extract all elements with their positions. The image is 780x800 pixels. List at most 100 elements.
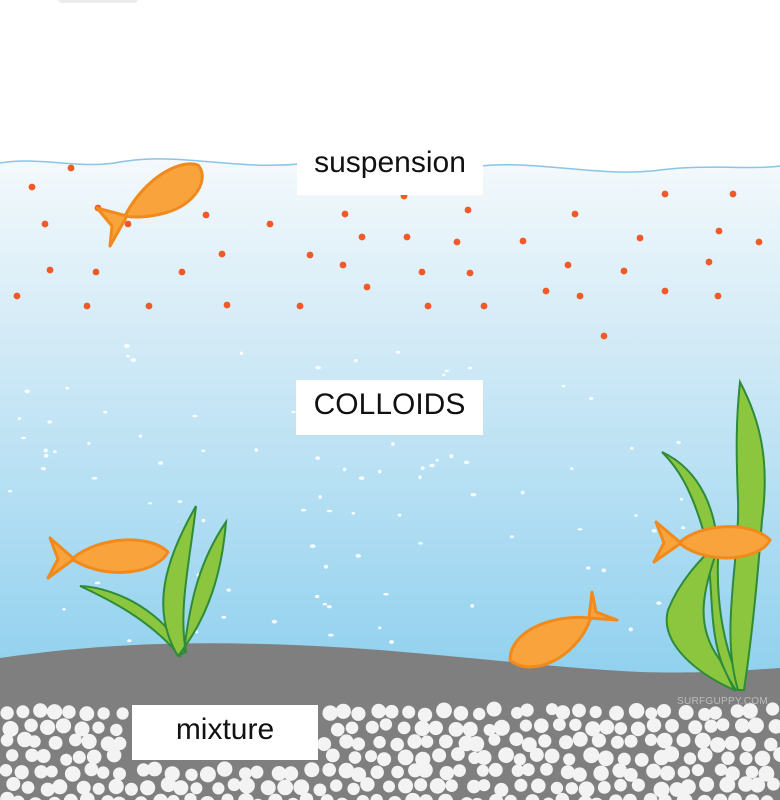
colloid-particle — [570, 467, 574, 470]
pebble — [448, 722, 464, 737]
colloid-particle — [239, 351, 244, 356]
pebble — [509, 732, 524, 746]
top-tab — [58, 0, 138, 3]
pebble — [167, 794, 180, 800]
colloid-particle — [680, 497, 684, 501]
colloid-particle — [651, 529, 657, 533]
pebble — [653, 781, 670, 798]
pebble — [504, 794, 517, 800]
pebble — [716, 718, 730, 732]
colloid-particle — [124, 343, 130, 348]
pebble — [40, 782, 55, 797]
pebble — [704, 719, 718, 733]
pebble — [370, 793, 383, 800]
pebble — [614, 722, 628, 735]
pebble — [494, 782, 509, 797]
pebble — [45, 765, 58, 778]
suspension-label: suspension — [297, 143, 483, 195]
pebble — [591, 797, 603, 800]
colloid-particle — [40, 467, 47, 471]
pebble — [748, 717, 764, 734]
pebble — [397, 749, 414, 766]
fish-icon — [508, 590, 619, 669]
pebble — [64, 766, 81, 782]
pebble — [598, 750, 614, 767]
pebble — [330, 722, 345, 737]
pebble — [476, 750, 492, 765]
pebble — [21, 781, 35, 794]
pebble — [212, 782, 225, 795]
pebble — [160, 776, 176, 793]
colloids-label: COLLOIDS — [296, 380, 483, 435]
pebble — [63, 793, 78, 800]
pebble — [610, 735, 624, 749]
pebble — [320, 794, 334, 800]
pebble — [544, 748, 560, 764]
pebble — [578, 795, 593, 800]
pebble — [493, 719, 510, 736]
pebble — [488, 733, 501, 746]
pebble — [468, 736, 485, 752]
pebble — [383, 780, 395, 793]
pebble — [767, 777, 780, 791]
seaweed-icon — [79, 505, 228, 659]
suspension-particle — [464, 206, 472, 214]
suspension-particle — [28, 183, 36, 191]
colloid-particle — [378, 626, 382, 630]
colloid-particle — [470, 493, 477, 497]
pebble — [623, 793, 637, 800]
pebble — [451, 747, 465, 761]
pebble — [538, 734, 552, 748]
pebble — [419, 794, 433, 800]
pebble — [680, 779, 696, 795]
colloid-particle — [24, 389, 30, 394]
pebble — [0, 791, 15, 800]
pebble — [55, 718, 72, 734]
pebble — [388, 796, 402, 800]
suspension-particle — [67, 164, 75, 172]
suspension-particle — [46, 266, 54, 274]
pebble — [239, 767, 252, 780]
pebble — [560, 765, 575, 780]
suspension-particle — [755, 238, 763, 246]
pebble — [113, 767, 126, 781]
colloid-particle — [127, 639, 132, 643]
colloid-particle — [391, 442, 395, 446]
pebble — [100, 736, 116, 752]
colloids-label-text: COLLOIDS — [313, 388, 466, 421]
pebble — [184, 793, 197, 800]
pebble — [432, 748, 447, 763]
colloid-particle — [254, 448, 258, 452]
pebble — [414, 720, 430, 736]
pebble — [555, 792, 570, 800]
pebble — [140, 780, 156, 796]
pebble — [6, 749, 19, 762]
pebble — [365, 750, 377, 763]
pebble — [80, 792, 95, 800]
colloid-particle — [322, 602, 328, 606]
colloid-particle — [435, 459, 439, 462]
pebble — [521, 763, 535, 777]
pebble — [379, 718, 393, 731]
suspension-particle — [178, 268, 186, 276]
suspension-particle — [124, 220, 132, 228]
pebble — [612, 763, 627, 778]
pebble — [397, 721, 411, 735]
suspension-particle — [519, 237, 527, 245]
pebble — [268, 793, 283, 800]
suspension-particles — [13, 164, 763, 340]
pebble — [572, 767, 587, 782]
pebble — [741, 736, 756, 752]
colloid-particle — [65, 386, 69, 390]
colloid-particle — [601, 568, 607, 573]
colloid-particle — [177, 500, 183, 503]
pebble — [583, 747, 600, 764]
pebble — [371, 703, 387, 719]
colloid-particle — [351, 511, 356, 515]
pebble — [106, 747, 122, 763]
colloid-particle — [449, 454, 454, 459]
pebble — [260, 780, 276, 796]
pebble — [34, 765, 48, 779]
colloid-particle — [87, 441, 91, 445]
pebble — [74, 721, 90, 737]
